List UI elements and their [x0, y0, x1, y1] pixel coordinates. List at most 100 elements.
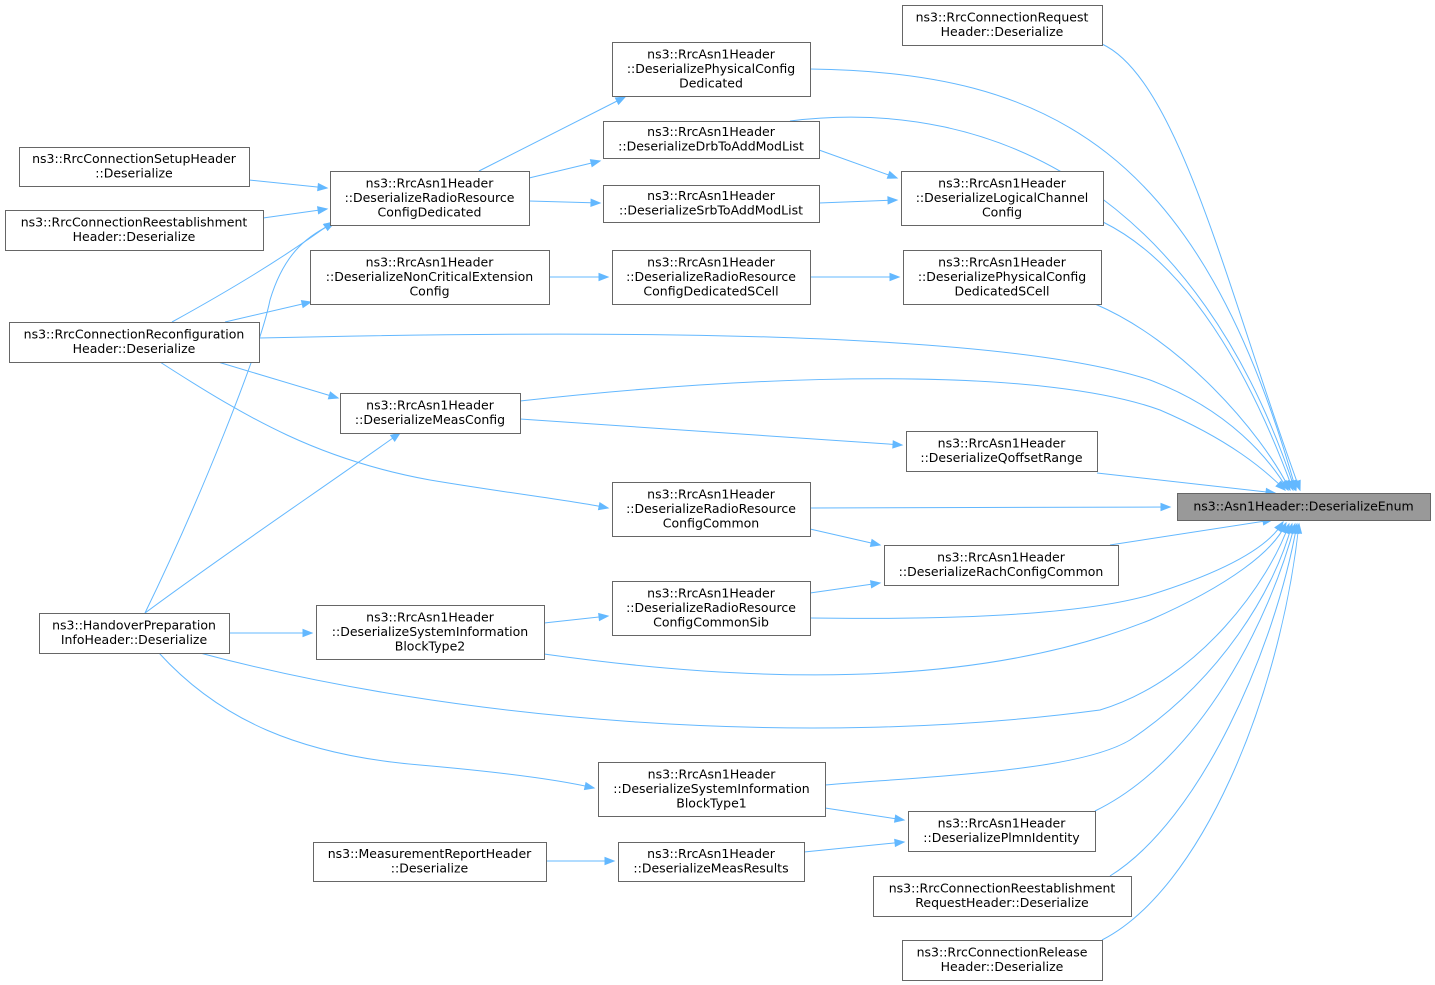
node-box[interactable] — [1177, 493, 1431, 521]
node-box[interactable] — [313, 842, 547, 882]
edge-arrowhead — [598, 272, 610, 282]
edge-handover-to-measConfig — [144, 432, 401, 614]
node-box[interactable] — [330, 171, 530, 226]
node-target[interactable]: ns3::Asn1Header::DeserializeEnum — [1177, 493, 1431, 521]
edge-arrowhead — [317, 206, 329, 215]
node-label-line: Header::Deserialize — [941, 959, 1064, 974]
node-radioResCfgCommon[interactable]: ns3::RrcAsn1Header::DeserializeRadioReso… — [612, 482, 811, 537]
node-radioResCfgCommonSib[interactable]: ns3::RrcAsn1Header::DeserializeRadioReso… — [612, 581, 811, 636]
node-sib1[interactable]: ns3::RrcAsn1Header::DeserializeSystemInf… — [598, 762, 826, 817]
node-box[interactable] — [310, 250, 550, 305]
node-box[interactable] — [612, 250, 811, 305]
node-rrcConnRelease[interactable]: ns3::RrcConnectionReleaseHeader::Deseria… — [902, 940, 1103, 981]
node-box[interactable] — [5, 210, 264, 251]
node-label-line: ::DeserializeRadioResource — [626, 269, 796, 284]
node-label-line: Dedicated — [679, 75, 743, 90]
node-label-line: BlockType2 — [395, 638, 465, 653]
node-box[interactable] — [884, 545, 1119, 586]
node-label-line: ::DeserializePlmnIdentity — [923, 830, 1080, 845]
node-label-line: ns3::RrcAsn1Header — [938, 254, 1067, 269]
edge-rrcConnReconf-to-target — [258, 333, 1289, 491]
node-box[interactable] — [598, 762, 826, 817]
node-physCfgDed[interactable]: ns3::RrcAsn1Header::DeserializePhysicalC… — [612, 42, 811, 97]
node-box[interactable] — [901, 171, 1104, 226]
node-measConfig[interactable]: ns3::RrcAsn1Header::DeserializeMeasConfi… — [340, 393, 521, 434]
node-box[interactable] — [19, 147, 250, 187]
node-label-line: ::Deserialize — [95, 166, 173, 181]
edge-qoffset-to-target — [1096, 472, 1276, 494]
edge-measConfig-to-target — [519, 378, 1286, 491]
edge-radioResCfgCommonSib-to-target — [809, 521, 1284, 619]
node-label-line: Header::Deserialize — [73, 341, 196, 356]
node-label-line: ns3::MeasurementReportHeader — [328, 846, 532, 861]
node-rrcConnSetup[interactable]: ns3::RrcConnectionSetupHeader::Deseriali… — [19, 147, 250, 187]
edge-physCfgDed-to-target — [809, 68, 1297, 491]
edge-arrowhead — [300, 300, 313, 309]
node-logChanCfg[interactable]: ns3::RrcAsn1Header::DeserializeLogicalCh… — [901, 171, 1104, 226]
edge-radioResCfgCommonSib-to-rachCfg — [809, 582, 881, 594]
edge-arrowhead — [389, 432, 402, 442]
node-box[interactable] — [902, 5, 1103, 46]
node-box[interactable] — [618, 842, 805, 882]
edge-rachCfg-to-target — [1109, 519, 1273, 546]
node-rrcConnReq[interactable]: ns3::RrcConnectionRequestHeader::Deseria… — [902, 5, 1103, 46]
node-label-line: ns3::RrcAsn1Header — [647, 486, 776, 501]
node-label-line: ns3::RrcAsn1Header — [937, 550, 1066, 565]
edge-radioResCfgCommon-to-rachCfg — [809, 528, 881, 546]
node-rrcConnReest[interactable]: ns3::RrcConnectionReestablishmentHeader:… — [5, 210, 264, 251]
node-box[interactable] — [906, 431, 1098, 472]
node-drbToAdd[interactable]: ns3::RrcAsn1Header::DeserializeDrbToAddM… — [603, 121, 820, 159]
node-label-line: Header::Deserialize — [941, 24, 1064, 39]
node-label-line: ::DeserializeRachConfigCommon — [899, 564, 1104, 579]
node-box[interactable] — [873, 876, 1132, 917]
node-rrcConnReestReq[interactable]: ns3::RrcConnectionReestablishmentRequest… — [873, 876, 1132, 917]
node-box[interactable] — [908, 811, 1096, 852]
node-label-line: RequestHeader::Deserialize — [915, 895, 1089, 910]
node-box[interactable] — [902, 940, 1103, 981]
node-physCfgDedSCell[interactable]: ns3::RrcAsn1Header::DeserializePhysicalC… — [903, 250, 1102, 305]
node-nonCritExt[interactable]: ns3::RrcAsn1Header::DeserializeNonCritic… — [310, 250, 550, 305]
node-box[interactable] — [39, 613, 230, 654]
edge-arrowhead — [614, 96, 627, 106]
edge-arrowhead — [869, 538, 882, 548]
node-label-line: ns3::RrcAsn1Header — [938, 175, 1067, 190]
node-box[interactable] — [340, 393, 521, 434]
node-label-line: ns3::RrcConnectionRequest — [916, 10, 1089, 25]
edge-rrcConnReconf-to-nonCritExt — [224, 301, 312, 323]
node-box[interactable] — [9, 322, 260, 363]
node-sib2[interactable]: ns3::RrcAsn1Header::DeserializeSystemInf… — [316, 605, 545, 660]
node-label-line: ns3::RrcAsn1Header — [647, 254, 776, 269]
node-plmn[interactable]: ns3::RrcAsn1Header::DeserializePlmnIdent… — [908, 811, 1096, 852]
node-label-line: ns3::RrcAsn1Header — [366, 398, 495, 413]
node-box[interactable] — [612, 482, 811, 537]
node-srbToAdd[interactable]: ns3::RrcAsn1Header::DeserializeSrbToAddM… — [603, 185, 820, 223]
node-box[interactable] — [603, 121, 820, 159]
node-label-line: ns3::HandoverPreparation — [52, 618, 216, 633]
edge-arrowhead — [317, 182, 329, 192]
node-box[interactable] — [903, 250, 1102, 305]
node-qoffset[interactable]: ns3::RrcAsn1Header::DeserializeQoffsetRa… — [906, 431, 1098, 472]
node-handover[interactable]: ns3::HandoverPreparationInfoHeader::Dese… — [39, 613, 230, 654]
node-box[interactable] — [316, 605, 545, 660]
node-rrcConnReconf[interactable]: ns3::RrcConnectionReconfigurationHeader:… — [9, 322, 260, 363]
nodes-layer: ns3::Asn1Header::DeserializeEnumns3::Rrc… — [5, 5, 1431, 981]
node-label-line: ::DeserializeLogicalChannel — [916, 190, 1089, 205]
node-label-line: ::DeserializeQoffsetRange — [920, 450, 1083, 465]
node-label-line: ns3::RrcAsn1Header — [366, 175, 495, 190]
node-label-line: ::DeserializeSrbToAddModList — [619, 203, 803, 218]
node-label-line: ::DeserializeRadioResource — [626, 600, 796, 615]
node-label-line: ConfigDedicated — [378, 204, 482, 219]
node-radioResCfgDedSCell[interactable]: ns3::RrcAsn1Header::DeserializeRadioReso… — [612, 250, 811, 305]
node-label-line: ns3::RrcConnectionReestablishment — [889, 881, 1116, 896]
edge-sib1-to-target — [824, 523, 1293, 786]
node-measResults[interactable]: ns3::RrcAsn1Header::DeserializeMeasResul… — [618, 842, 805, 882]
node-radioResCfgDed[interactable]: ns3::RrcAsn1Header::DeserializeRadioReso… — [330, 171, 530, 226]
node-label-line: ::DeserializeDrbToAddModList — [618, 139, 804, 154]
node-measReportHdr[interactable]: ns3::MeasurementReportHeader::Deserializ… — [313, 842, 547, 882]
node-label-line: ConfigCommonSib — [653, 614, 769, 629]
node-box[interactable] — [612, 581, 811, 636]
node-box[interactable] — [612, 42, 811, 97]
node-label-line: ::DeserializePhysicalConfig — [627, 61, 795, 76]
node-rachCfg[interactable]: ns3::RrcAsn1Header::DeserializeRachConfi… — [884, 545, 1119, 586]
node-box[interactable] — [603, 185, 820, 223]
